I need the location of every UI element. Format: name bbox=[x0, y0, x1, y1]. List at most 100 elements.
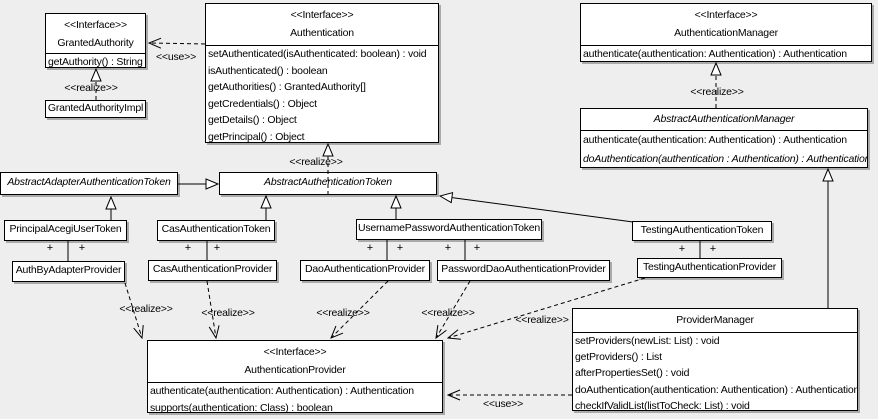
authentication-manager: <<Interface>> AuthenticationManager authen… bbox=[580, 3, 872, 62]
realize-testingprovider-label: <<realize>> bbox=[515, 314, 569, 326]
granted-authority-impl-header: GrantedAuthorityImpl bbox=[46, 101, 145, 115]
authentication-method: getAuthorities() : GrantedAuthority[] bbox=[208, 81, 366, 94]
auth-by-adapter-provider-name: AuthByAdapterProvider bbox=[15, 264, 122, 276]
association-plus-label: + bbox=[709, 243, 717, 255]
granted-authority-header: <<Interface>> GrantedAuthority bbox=[46, 14, 145, 54]
username-password-authentication-token: UsernamePasswordAuthenticationToken bbox=[356, 219, 542, 240]
dao-authentication-provider-name: DaoAuthenticationProvider bbox=[305, 263, 425, 275]
abstract-adapter-authentication-token-header: AbstractAdapterAuthenticationToken bbox=[1, 173, 177, 192]
use-top-label: <<use>> bbox=[155, 51, 197, 63]
provider-manager-header: ProviderManager bbox=[573, 309, 857, 333]
association-plus-label: + bbox=[213, 242, 221, 254]
cas-authentication-provider: CasAuthenticationProvider bbox=[148, 260, 277, 281]
abstract-authentication-manager-methods: authenticate(authentication: Authenticat… bbox=[581, 131, 867, 169]
provider-manager: ProviderManager setProviders(newList: Lis… bbox=[572, 308, 858, 412]
cas-authentication-provider-name: CasAuthenticationProvider bbox=[152, 263, 273, 275]
provider-manager-methods: setProviders(newList: List) : void getPro… bbox=[573, 333, 857, 412]
association-plus-label: + bbox=[78, 242, 86, 254]
realize-daoprovider-label: <<realize>> bbox=[316, 307, 370, 319]
abstract-authentication-manager-header: AbstractAuthenticationManager bbox=[581, 109, 867, 131]
granted-authority-stereotype: <<Interface>> bbox=[64, 19, 127, 31]
provider-manager-name: ProviderManager bbox=[676, 314, 754, 326]
provider-manager-method: checkIfValidList(listToCheck: List) : vo… bbox=[575, 399, 750, 412]
use-bottom-label: <<use>> bbox=[482, 398, 524, 410]
granted-authority-name: GrantedAuthority bbox=[57, 37, 134, 49]
username-password-authentication-token-header: UsernamePasswordAuthenticationToken bbox=[357, 220, 541, 237]
authentication-manager-name: AuthenticationManager bbox=[674, 27, 778, 39]
authentication-manager-methods: authenticate(authentication: Authenticat… bbox=[581, 46, 871, 63]
password-dao-authentication-provider: PasswordDaoAuthenticationProvider bbox=[437, 260, 610, 281]
authentication-manager-method: authenticate(authentication: Authenticat… bbox=[583, 48, 847, 60]
provider-manager-method: doAuthentication(authentication: Authent… bbox=[575, 383, 857, 396]
authentication-manager-header: <<Interface>> AuthenticationManager bbox=[581, 4, 871, 46]
association-plus-label: + bbox=[396, 242, 404, 254]
abstract-authentication-token-name: AbstractAuthenticationToken bbox=[264, 176, 392, 188]
authentication: <<Interface>> Authentication setAuthentica… bbox=[205, 3, 439, 143]
authentication-method: getCredentials() : Object bbox=[208, 97, 317, 110]
cas-authentication-provider-header: CasAuthenticationProvider bbox=[149, 261, 276, 278]
authentication-name: Authentication bbox=[290, 27, 354, 39]
authentication-provider-name: AuthenticationProvider bbox=[244, 364, 346, 376]
testing-authentication-provider: TestingAuthenticationProvider bbox=[637, 258, 782, 278]
password-dao-authentication-provider-header: PasswordDaoAuthenticationProvider bbox=[438, 261, 609, 278]
auth-by-adapter-provider-header: AuthByAdapterProvider bbox=[13, 262, 124, 279]
dao-authentication-provider-header: DaoAuthenticationProvider bbox=[301, 261, 429, 278]
authentication-stereotype: <<Interface>> bbox=[290, 9, 354, 21]
testing-authentication-provider-name: TestingAuthenticationProvider bbox=[642, 261, 777, 273]
testing-authentication-token-name: TestingAuthenticationToken bbox=[640, 224, 764, 236]
authentication-method: isAuthenticated() : boolean bbox=[208, 64, 328, 77]
authentication-provider-stereotype: <<Interface>> bbox=[263, 346, 327, 358]
abstract-authentication-manager: AbstractAuthenticationManager authenticat… bbox=[580, 108, 868, 168]
authentication-header: <<Interface>> Authentication bbox=[206, 4, 438, 46]
realize-authentication-label: <<realize>> bbox=[289, 156, 343, 168]
granted-authority-impl-name: GrantedAuthorityImpl bbox=[47, 102, 144, 114]
abstract-authentication-manager-name: AbstractAuthenticationManager bbox=[653, 113, 795, 125]
realize-casprovider-label: <<realize>> bbox=[201, 307, 255, 319]
granted-authority-impl: GrantedAuthorityImpl bbox=[45, 100, 146, 118]
abstract-adapter-authentication-token-name: AbstractAdapterAuthenticationToken bbox=[7, 176, 171, 188]
cas-authentication-token: CasAuthenticationToken bbox=[157, 220, 275, 241]
principal-acegi-user-token: PrincipalAcegiUserToken bbox=[4, 220, 127, 241]
authentication-method: getDetails() : Object bbox=[208, 114, 297, 127]
authentication-method: setAuthenticated(isAuthenticated: boolea… bbox=[208, 48, 427, 60]
authentication-provider-method: authenticate(authentication: Authenticat… bbox=[150, 385, 414, 397]
authentication-provider: <<Interface>> AuthenticationProvider authe… bbox=[147, 340, 443, 414]
association-plus-label: + bbox=[46, 242, 54, 254]
provider-manager-method: afterPropertiesSet() : void bbox=[575, 367, 690, 380]
association-plus-label: + bbox=[184, 242, 192, 254]
abstract-adapter-authentication-token: AbstractAdapterAuthenticationToken bbox=[0, 172, 178, 195]
abstract-authentication-token: AbstractAuthenticationToken bbox=[219, 172, 437, 195]
cas-authentication-token-name: CasAuthenticationToken bbox=[161, 223, 271, 235]
provider-manager-method: getProviders() : List bbox=[575, 351, 662, 364]
password-dao-authentication-provider-name: PasswordDaoAuthenticationProvider bbox=[441, 263, 606, 275]
realize-passworddao-label: <<realize>> bbox=[421, 307, 475, 319]
association-plus-label: + bbox=[366, 242, 374, 254]
authentication-method: getPrincipal() : Object bbox=[208, 130, 305, 143]
username-password-authentication-token-name: UsernamePasswordAuthenticationToken bbox=[357, 222, 541, 234]
realize-authenticationmanager-label: <<realize>> bbox=[690, 86, 744, 98]
edge-authentication-use bbox=[149, 43, 206, 44]
realize-grantedauthority-label: <<realize>> bbox=[64, 82, 118, 94]
cas-authentication-token-header: CasAuthenticationToken bbox=[158, 221, 274, 238]
dao-authentication-provider: DaoAuthenticationProvider bbox=[300, 260, 430, 281]
abstract-authentication-token-header: AbstractAuthenticationToken bbox=[220, 173, 436, 192]
association-plus-label: + bbox=[678, 243, 686, 255]
association-plus-label: + bbox=[444, 242, 452, 254]
authentication-provider-methods: authenticate(authentication: Authenticat… bbox=[148, 383, 442, 414]
granted-authority-methods: getAuthority() : String bbox=[46, 54, 145, 69]
granted-authority-method: getAuthority() : String bbox=[48, 56, 143, 68]
principal-acegi-user-token-header: PrincipalAcegiUserToken bbox=[5, 221, 126, 238]
granted-authority: <<Interface>> GrantedAuthority getAuthorit… bbox=[45, 13, 146, 68]
testing-authentication-token: TestingAuthenticationToken bbox=[632, 221, 772, 241]
authentication-manager-stereotype: <<Interface>> bbox=[694, 9, 758, 21]
authentication-provider-method: supports(authentication: Class) : boolea… bbox=[150, 402, 333, 414]
provider-manager-method: setProviders(newList: List) : void bbox=[575, 335, 720, 347]
abstract-authentication-manager-method: authenticate(authentication: Authenticat… bbox=[583, 134, 847, 146]
testing-authentication-provider-header: TestingAuthenticationProvider bbox=[638, 259, 781, 275]
association-plus-label: + bbox=[473, 242, 481, 254]
authentication-provider-header: <<Interface>> AuthenticationProvider bbox=[148, 341, 442, 383]
realize-authbyadapter-label: <<realize>> bbox=[119, 303, 173, 315]
testing-authentication-token-header: TestingAuthenticationToken bbox=[633, 222, 771, 238]
auth-by-adapter-provider: AuthByAdapterProvider bbox=[12, 261, 125, 282]
